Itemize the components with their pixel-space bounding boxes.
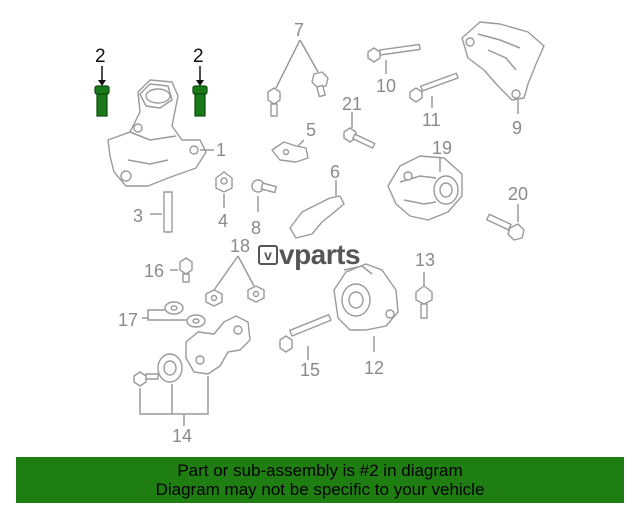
part-14-bracket-assembly: [133, 315, 251, 426]
part-1-engine-mount: [107, 79, 214, 187]
part-8-bolt: [251, 179, 277, 212]
info-banner-line-2: Diagram may not be specific to your vehi…: [155, 480, 485, 499]
callout-21: 21: [342, 94, 362, 114]
part-15-bolt: [279, 314, 332, 360]
callout-5: 5: [306, 120, 316, 140]
part-2-bolt-right: [192, 66, 208, 117]
callout-7: 7: [294, 20, 304, 40]
info-banner: Part or sub-assembly is #2 in diagram Di…: [16, 457, 624, 503]
part-21-bolt: [343, 112, 376, 149]
parts-diagram: 1 2 2 3 4 5 6: [94, 20, 545, 446]
part-19-mount: [387, 155, 463, 221]
part-12-mount: [333, 263, 399, 352]
part-16-bolt: [170, 257, 193, 283]
part-18-nuts: [205, 255, 265, 307]
part-9-bracket: [461, 21, 545, 114]
callout-19: 19: [432, 138, 452, 158]
part-2-bolt-left: [94, 66, 110, 117]
part-7-bolts: [267, 39, 329, 117]
part-11-bolt: [409, 72, 459, 108]
callout-2-right: 2: [193, 46, 204, 67]
callout-9: 9: [512, 118, 522, 138]
part-17-washers: [142, 301, 206, 328]
callout-8: 8: [251, 218, 261, 238]
part-6-shield: [289, 180, 345, 239]
part-10-bolt: [367, 43, 421, 74]
logo-mark: v: [258, 245, 278, 265]
callout-17: 17: [118, 310, 138, 330]
callout-3: 3: [133, 206, 143, 226]
callout-14: 14: [172, 426, 192, 446]
part-3-stud: [150, 191, 173, 233]
callout-13: 13: [415, 250, 435, 270]
callout-18: 18: [230, 236, 250, 256]
callout-16: 16: [144, 261, 164, 281]
callout-6: 6: [330, 162, 340, 182]
callout-11: 11: [422, 110, 441, 130]
callout-1: 1: [216, 140, 226, 160]
logo-text: vparts: [279, 239, 361, 270]
part-5-bracket: [271, 139, 309, 163]
callout-12: 12: [364, 358, 384, 378]
vparts-logo: v vparts: [258, 238, 361, 272]
callout-15: 15: [300, 360, 320, 380]
callout-20: 20: [508, 184, 528, 204]
callout-10: 10: [376, 76, 396, 96]
part-13-bolt: [415, 272, 433, 319]
part-20-bolt: [486, 204, 525, 241]
callout-2-left: 2: [95, 46, 106, 67]
callout-4: 4: [218, 211, 228, 231]
part-4-nut: [215, 171, 233, 208]
info-banner-line-1: Part or sub-assembly is #2 in diagram: [177, 461, 463, 480]
